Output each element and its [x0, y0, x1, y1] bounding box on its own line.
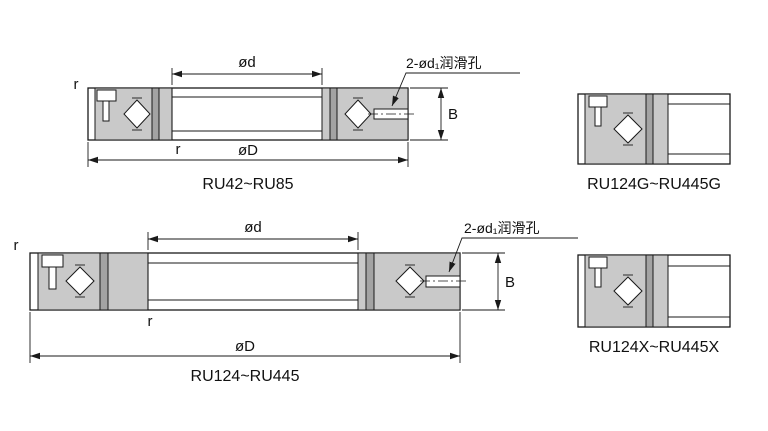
diagram-title-ru124g: RU124G~RU445G	[587, 176, 721, 193]
diagram-ru42-ru85: ød 2-ød₁润滑孔 B øD r r RU42~RU85	[74, 54, 520, 193]
lube-note-text: 2-ød₁润滑孔	[464, 220, 540, 236]
left-roller	[65, 264, 95, 298]
bolt-counterbore	[41, 254, 64, 268]
roller-diamond	[395, 266, 425, 296]
right-roller	[395, 264, 425, 298]
dim-outer-diameter: øD	[87, 142, 409, 167]
dim-d-label: ød	[238, 54, 256, 71]
roller	[613, 112, 643, 146]
bolt-hole	[594, 106, 602, 127]
right-roller	[344, 97, 372, 131]
diagram-title-ru124x: RU124X~RU445X	[589, 339, 720, 356]
roller	[613, 274, 643, 308]
roller-diamond	[123, 99, 151, 129]
roller-diamond	[344, 99, 372, 129]
seat-strip	[652, 254, 669, 328]
roller-diamond	[65, 266, 95, 296]
leader-line	[391, 72, 520, 107]
seat-strip	[107, 252, 149, 311]
bolt-counterbore	[588, 95, 608, 108]
bolt-counterbore	[588, 256, 608, 269]
spacer-strip	[329, 87, 338, 141]
dim-bore-diameter: ød	[171, 54, 323, 85]
left-roller	[123, 97, 151, 131]
roller-diamond	[613, 276, 643, 306]
spacer-strip	[99, 252, 109, 311]
r-label-corner: r	[14, 237, 19, 254]
diagram-ru124g-ru445g: RU124G~RU445G	[577, 93, 731, 193]
dim-outer-diameter: øD	[29, 312, 461, 363]
diagram-ru124-ru445: ød 2-ød₁润滑孔 B øD r r RU124~RU445	[14, 219, 578, 385]
dim-d-label: ød	[244, 219, 262, 236]
diagram-title-ru124: RU124~RU445	[191, 368, 300, 385]
dim-D-label: øD	[235, 338, 255, 355]
dim-bore-diameter: ød	[147, 219, 359, 250]
bolt-counterbore	[96, 89, 117, 102]
leader-line	[448, 237, 578, 273]
spacer-strip	[645, 93, 654, 165]
roller-diamond	[613, 114, 643, 144]
r-label-corner: r	[74, 76, 79, 93]
lube-note-callout: 2-ød₁润滑孔	[448, 220, 578, 273]
seat-strip	[652, 93, 669, 165]
lube-hole	[425, 275, 461, 288]
diagram-ru124x-ru445x: RU124X~RU445X	[577, 254, 731, 356]
bolt-hole	[594, 267, 602, 288]
spacer-strip	[365, 252, 375, 311]
diagram-title-ru42: RU42~RU85	[202, 176, 293, 193]
seat-strip	[158, 87, 173, 141]
spacer-strip	[151, 87, 160, 141]
r-label-bore: r	[176, 141, 181, 158]
dim-width-B: B	[410, 87, 458, 141]
r-label-bore: r	[148, 313, 153, 330]
spacer-strip	[645, 254, 654, 328]
dim-B-label: B	[505, 274, 515, 291]
dim-B-label: B	[448, 106, 458, 123]
lube-note-callout: 2-ød₁润滑孔	[391, 55, 520, 107]
lube-note-text: 2-ød₁润滑孔	[406, 55, 482, 71]
bolt-hole	[102, 100, 110, 122]
dim-D-label: øD	[238, 142, 258, 159]
dim-width-B: B	[462, 252, 515, 311]
bolt-hole	[48, 266, 57, 290]
